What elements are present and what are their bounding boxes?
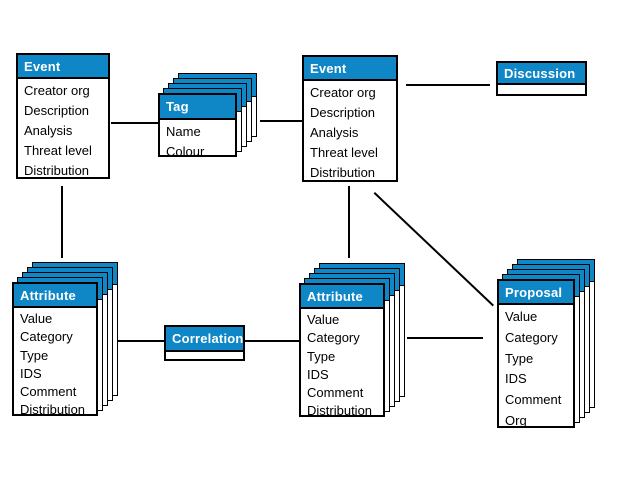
entity-title: Attribute [301,285,383,309]
entity-fields: Name Colour [160,120,235,161]
entity-attribute-center: Attribute Value Category Type IDS Commen… [299,263,405,418]
field-row: Value [505,309,538,324]
field-row: Threat level [310,145,378,160]
entity-card: Attribute Value Category Type IDS Commen… [12,282,98,417]
field-row: Analysis [24,123,73,138]
field-row: Creator org [310,85,376,100]
field-row: Comment [505,392,562,408]
entity-title: Proposal [499,281,573,305]
connector-event-left-attribute-left [61,186,63,258]
entity-card: Event Creator org Description Analysis T… [16,53,110,179]
field-row: Category [20,329,73,345]
entity-fields [166,352,243,354]
field-row: Category [505,329,558,345]
connector-tag-event-right [260,120,302,122]
field-row: Distribution [24,163,90,178]
field-row: Value [307,312,340,327]
field-row: Distribution [307,403,373,419]
connector-event-right-attribute-center [348,186,350,258]
connector-correlation-attribute-center [245,340,299,342]
entity-card: Attribute Value Category Type IDS Commen… [299,283,385,418]
entity-correlation: Correlation [164,325,245,361]
entity-fields: Value Category Type IDS Comment Distribu… [301,309,383,421]
entity-attribute-left: Attribute Value Category Type IDS Commen… [12,262,118,417]
entity-fields [498,85,585,87]
entity-tag: Tag Name Colour [158,73,257,159]
entity-event-left: Event Creator org Description Analysis T… [16,53,110,179]
entity-card: Proposal Value Category Type IDS Comment… [497,279,575,428]
entity-title: Event [18,55,108,79]
entity-discussion: Discussion [496,61,587,96]
entity-title: Tag [160,95,235,120]
entity-fields: Creator org Description Analysis Threat … [304,81,396,183]
entity-event-right: Event Creator org Description Analysis T… [302,55,398,182]
entity-proposal: Proposal Value Category Type IDS Comment… [497,259,595,428]
field-row: Colour [166,143,205,159]
field-row: Threat level [24,143,92,158]
field-row: Type [505,350,534,366]
entity-card: Tag Name Colour [158,93,237,159]
field-row: IDS [505,371,527,387]
connector-attribute-left-correlation [117,340,164,342]
entity-card: Event Creator org Description Analysis T… [302,55,398,182]
field-row: Value [20,311,53,326]
entity-title: Discussion [498,63,585,85]
field-row: Comment [307,385,364,401]
connector-attribute-center-proposal [407,337,483,339]
entity-card: Discussion [496,61,587,96]
field-row: Name [166,124,201,139]
entity-title: Attribute [14,284,96,308]
field-row: Org [505,412,527,428]
entity-title: Correlation [166,327,243,352]
connector-event-left-tag [111,122,158,124]
entity-fields: Value Category Type IDS Comment Distribu… [14,308,96,420]
field-row: Comment [20,384,77,400]
field-row: Creator org [24,83,90,98]
field-row: IDS [20,365,42,381]
field-row: Type [20,347,49,363]
field-row: Type [307,348,336,364]
field-row: Description [24,103,90,118]
connector-event-right-discussion [406,84,490,86]
entity-fields: Value Category Type IDS Comment Org [499,305,573,432]
field-row: IDS [307,366,329,382]
field-row: Analysis [310,125,359,140]
entity-card: Correlation [164,325,245,361]
field-row: Distribution [20,402,86,418]
field-row: Distribution [310,165,376,180]
entity-fields: Creator org Description Analysis Threat … [18,79,108,181]
entity-title: Event [304,57,396,81]
field-row: Description [310,105,376,120]
field-row: Category [307,330,360,346]
